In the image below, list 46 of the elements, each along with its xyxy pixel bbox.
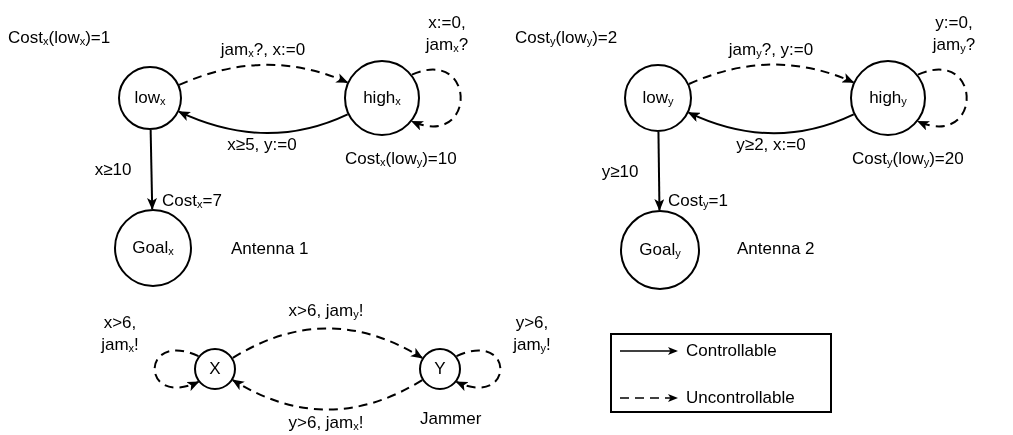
transition-arrow: [177, 110, 349, 134]
legend-text: Controllable: [686, 340, 777, 362]
state-circle: [118, 66, 182, 130]
edge-label: y≥2, x:=0: [736, 133, 806, 156]
text-label: Cost$_{y}$=1: [668, 190, 728, 213]
state-circle: [194, 348, 236, 390]
transition-arrow: [688, 63, 855, 85]
state-name: low$_{x}$: [134, 88, 166, 108]
edge-label: jam$_{y}$?, y:=0: [728, 38, 814, 62]
transition-arrow: [410, 69, 462, 130]
legend-text: Uncontrollable: [686, 387, 795, 409]
state-name: high$_{x}$: [363, 88, 401, 108]
edge-label: x≥5, y:=0: [227, 133, 297, 156]
edge-label: y>6, jam$_{x}$!: [288, 411, 364, 435]
edge-label: x>6, jam$_{x}$!: [99, 311, 140, 357]
text-label: Antenna 1: [231, 238, 309, 260]
transition-arrow: [916, 69, 968, 130]
transition-arrow: [231, 379, 424, 411]
cost-label: Cost$_{x}$(low$_{x}$)=1: [8, 27, 111, 50]
state-name: X: [209, 359, 221, 379]
state-name: Goal$_{x}$: [132, 238, 174, 258]
state-name: low$_{y}$: [642, 88, 674, 108]
edge-label: y≥10: [601, 160, 639, 183]
transition-arrow: [687, 111, 855, 135]
transition-arrow: [178, 63, 349, 86]
text-label: Antenna 2: [737, 238, 815, 260]
state-name: high$_{y}$: [869, 88, 907, 108]
cost-label: Cost$_{y}$(low$_{y}$)=2: [515, 27, 618, 50]
transition-arrow: [654, 131, 665, 211]
text-label: Jammer: [420, 408, 482, 430]
state-name: Goal$_{y}$: [639, 240, 681, 260]
state-name: Y: [434, 359, 446, 379]
cost-label: Cost$_{y}$(low$_{y}$)=20: [852, 148, 964, 171]
transition-arrow: [231, 327, 424, 359]
edge-label: y:=0, jam$_{y}$?: [931, 11, 977, 57]
transition-arrow: [455, 349, 502, 391]
transition-arrow: [153, 349, 200, 391]
edge-label: x:=0, jam$_{x}$?: [424, 11, 470, 57]
edge-label: x≥10: [94, 158, 132, 181]
text-label: Cost$_{x}$=7: [162, 190, 222, 213]
state-circle: [419, 348, 461, 390]
edge-label: y>6, jam$_{y}$!: [511, 311, 552, 357]
cost-label: Cost$_{x}$(low$_{y}$)=10: [345, 148, 457, 171]
transition-arrow: [147, 129, 157, 210]
edge-label: x>6, jam$_{y}$!: [288, 299, 364, 323]
edge-label: jam$_{x}$?, x:=0: [220, 38, 306, 62]
